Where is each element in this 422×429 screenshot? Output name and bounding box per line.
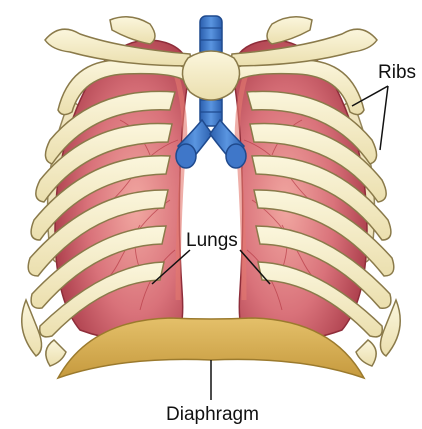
sternum <box>182 51 239 100</box>
diaphragm-label: Diaphragm <box>166 404 259 425</box>
ribs-pointer-line-lower <box>380 86 388 150</box>
lungs-label: Lungs <box>186 230 238 251</box>
ribs-label: Ribs <box>378 62 416 83</box>
